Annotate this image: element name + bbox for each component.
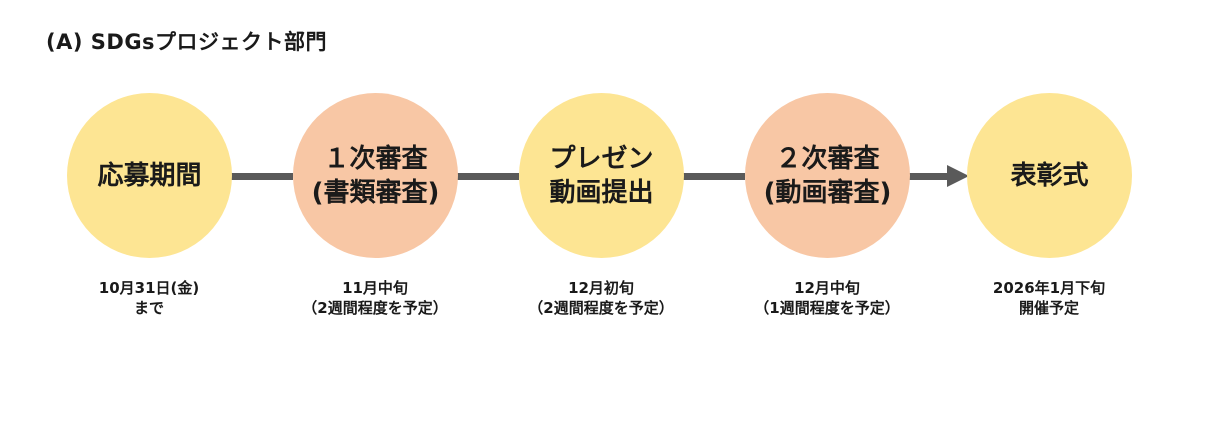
step-sublabel: 動画提出 xyxy=(549,177,654,208)
step-sublabel: (動画審査) xyxy=(763,177,892,208)
step-sublabel: (書類審査) xyxy=(311,177,440,208)
step-label: 応募期間 xyxy=(97,160,202,191)
step-note: （2週間程度を予定） xyxy=(528,299,674,317)
step-caption-application-period: 10月31日(金) まで xyxy=(19,278,279,318)
connector-line xyxy=(909,173,949,180)
step-date: 2026年1月下旬 xyxy=(992,279,1106,297)
step-caption-award-ceremony: 2026年1月下旬 開催予定 xyxy=(919,278,1179,318)
section-title: (A) SDGsプロジェクト部門 xyxy=(46,30,328,54)
connector-line xyxy=(457,173,519,180)
step-circle-second-review: ２次審査 (動画審査) xyxy=(745,93,910,258)
step-circle-presentation-video: プレゼン 動画提出 xyxy=(519,93,684,258)
step-circle-first-review: １次審査 (書類審査) xyxy=(293,93,458,258)
connector-line xyxy=(231,173,293,180)
step-circle-award-ceremony: 表彰式 xyxy=(967,93,1132,258)
step-caption-presentation-video: 12月初旬 （2週間程度を予定） xyxy=(471,278,731,318)
step-circle-application-period: 応募期間 xyxy=(67,93,232,258)
step-date: 12月中旬 xyxy=(794,279,860,297)
step-date: 12月初旬 xyxy=(568,279,634,297)
step-note: （1週間程度を予定） xyxy=(754,299,900,317)
step-label: プレゼン xyxy=(549,143,654,174)
step-note: まで xyxy=(133,299,164,317)
step-note: 開催予定 xyxy=(1018,299,1079,317)
step-label: １次審査 xyxy=(323,143,428,174)
step-label: 表彰式 xyxy=(1010,160,1089,191)
step-date: 11月中旬 xyxy=(342,279,408,297)
step-caption-second-review: 12月中旬 （1週間程度を予定） xyxy=(697,278,957,318)
connector-line xyxy=(683,173,745,180)
step-caption-first-review: 11月中旬 （2週間程度を予定） xyxy=(245,278,505,318)
arrow-head-icon xyxy=(947,165,969,187)
step-date: 10月31日(金) xyxy=(98,279,200,297)
step-note: （2週間程度を予定） xyxy=(302,299,448,317)
step-label: ２次審査 xyxy=(775,143,880,174)
